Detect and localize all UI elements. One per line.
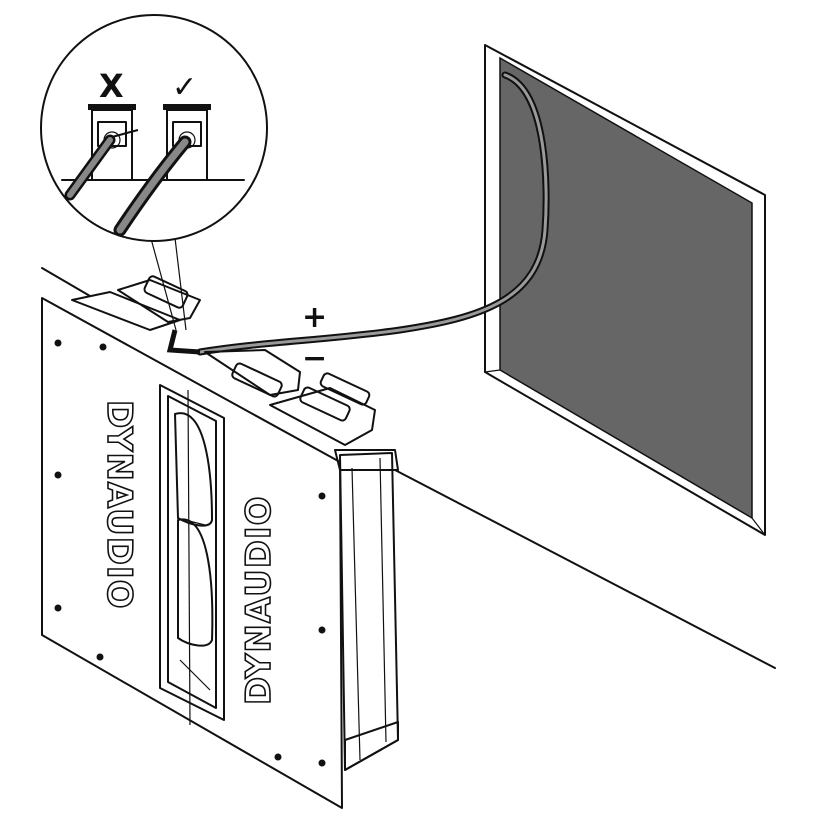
brand-logo-left: DYNAUDIO [99, 400, 139, 609]
speaker-back-box [339, 452, 399, 771]
mounting-clamps [71, 275, 399, 471]
correct-terminal [113, 104, 211, 237]
inset-leader-lines [149, 234, 187, 331]
wrong-mark-icon: X [99, 67, 124, 105]
wrong-terminal [64, 104, 139, 201]
wall-edge-lines [41, 267, 776, 669]
speaker-cable [196, 71, 550, 356]
brand-logo-right: DYNAUDIO [239, 496, 279, 705]
polarity-plus-label: + [302, 300, 327, 335]
terminal-detail-inset: X ✓ [40, 14, 268, 242]
polarity-minus-label: − [302, 341, 327, 376]
wall-display [484, 44, 766, 536]
correct-mark-icon: ✓ [172, 70, 197, 105]
panel-screw-holes [54, 339, 326, 767]
driver-opening [159, 384, 225, 721]
speaker-front-panel: DYNAUDIO DYNAUDIO [41, 297, 343, 809]
